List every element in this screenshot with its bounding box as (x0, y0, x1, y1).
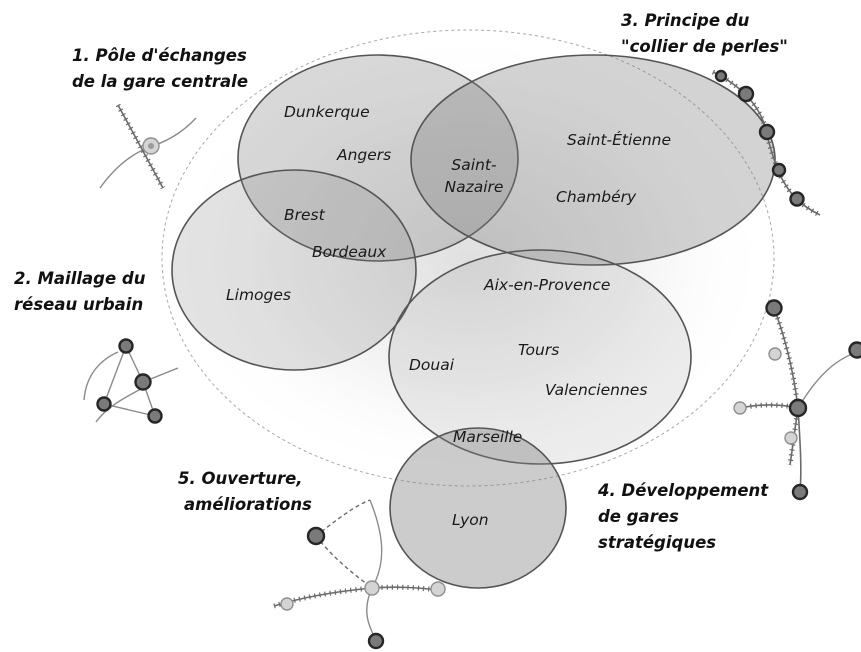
title-3-line-1: 3. Principe du (621, 11, 750, 30)
city-douai: Douai (409, 356, 455, 374)
circle-1 (237, 54, 519, 262)
string-of-pearls-icon (711, 69, 822, 218)
title-5-line-2: améliorations (184, 495, 312, 514)
city-aix-en-provence: Aix-en-Provence (483, 276, 610, 294)
title-1-line-2: de la gare centrale (72, 72, 248, 91)
title-3-line-2: "collier de perles" (621, 37, 788, 56)
title-2-line-1: 2. Maillage du (14, 269, 146, 288)
city-lyon: Lyon (452, 511, 489, 529)
title-2-line-2: réseau urbain (14, 295, 143, 314)
title-4-line-2: de gares (598, 507, 679, 526)
circle-5 (389, 427, 567, 589)
title-5-line-1: 5. Ouverture, (178, 469, 303, 488)
city-valenciennes: Valenciennes (545, 381, 647, 399)
title-1-line-1: 1. Pôle d'échanges (72, 46, 247, 65)
urban-network-icon (83, 338, 179, 424)
city-saint-nazaire-2: Nazaire (445, 178, 504, 196)
opening-improvements-icon (273, 499, 446, 650)
title-4-line-1: 4. Développement (597, 481, 769, 500)
circle-2 (171, 169, 417, 371)
circle-4 (388, 249, 692, 465)
city-chambery: Chambéry (556, 188, 637, 206)
interchange-station-icon (99, 103, 197, 190)
city-angers: Angers (336, 146, 391, 164)
city-dunkerque: Dunkerque (284, 103, 370, 121)
city-saint-etienne: Saint-Étienne (567, 130, 671, 149)
city-bordeaux: Bordeaux (312, 243, 387, 261)
city-tours: Tours (518, 341, 559, 359)
city-limoges: Limoges (226, 286, 291, 304)
city-saint-nazaire-1: Saint- (451, 156, 497, 174)
strategic-stations-icon (733, 299, 861, 501)
outer-ring (161, 29, 775, 487)
city-marseille: Marseille (453, 428, 522, 446)
title-4-line-3: stratégiques (598, 533, 716, 552)
city-brest: Brest (284, 206, 326, 224)
